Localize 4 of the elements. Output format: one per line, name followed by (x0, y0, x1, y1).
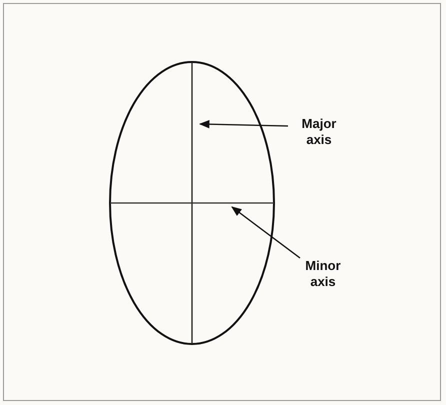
leader-arrow (231, 206, 300, 259)
leader-arrow (198, 120, 288, 128)
axis-label: Major axis (288, 116, 350, 154)
axis-label: Minor axis (292, 258, 354, 296)
